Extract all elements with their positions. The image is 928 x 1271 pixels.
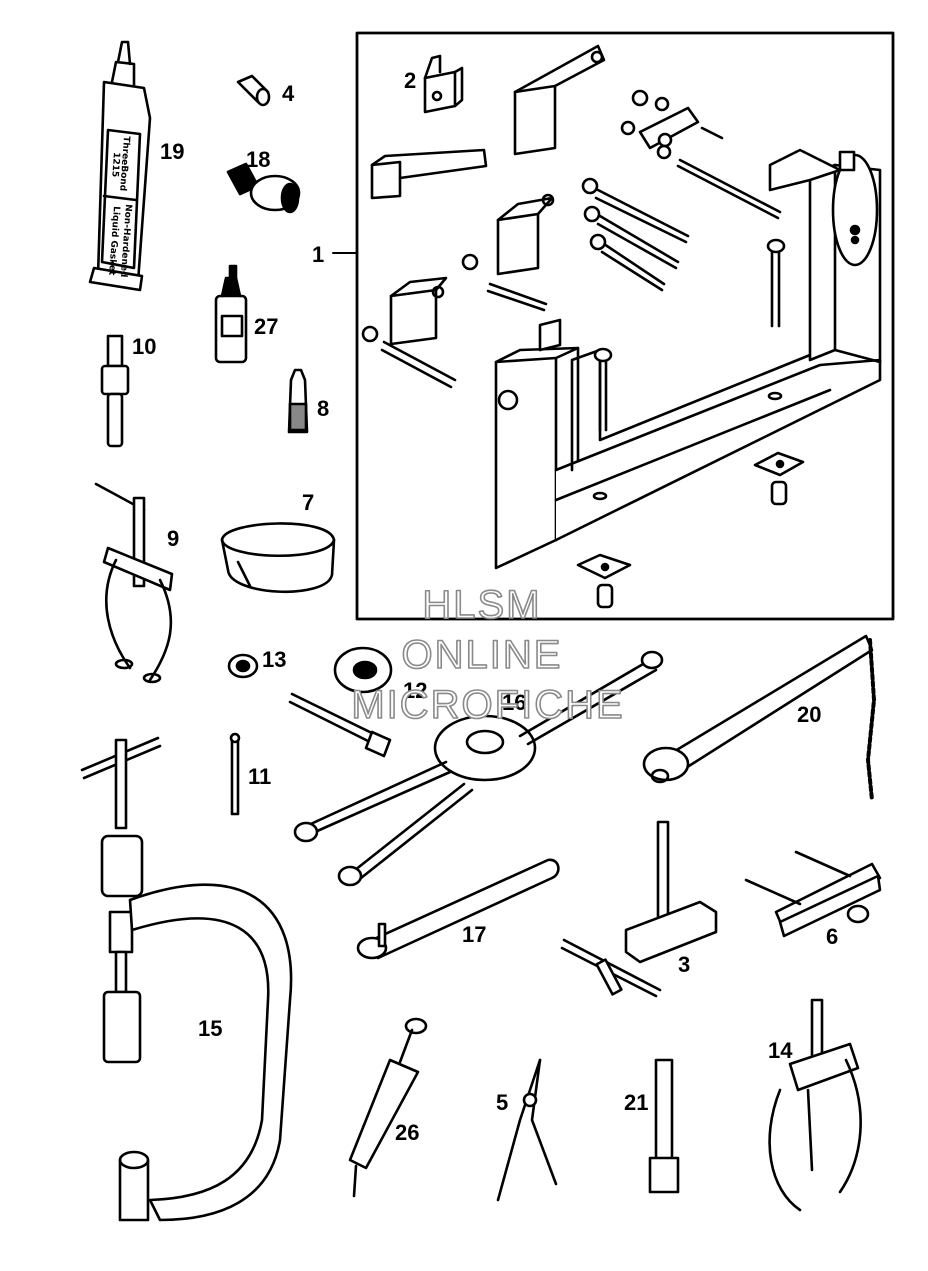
label-part-12: 12 bbox=[403, 678, 427, 703]
label-part-17: 17 bbox=[462, 922, 486, 947]
sealant-tube-icon: ThreeBond 1215 Non-Hardened Liquid Gaske… bbox=[88, 40, 152, 292]
thread-lock-bottle-icon bbox=[214, 264, 248, 364]
label-part-4: 4 bbox=[282, 81, 295, 106]
circlip-pliers-icon bbox=[496, 1058, 558, 1202]
label-part-3: 3 bbox=[678, 952, 690, 977]
engine-stand-frame-icon bbox=[361, 44, 882, 609]
label-part-14: 14 bbox=[768, 1038, 793, 1063]
bolt-and-collar-icon bbox=[288, 646, 393, 758]
label-part-18: 18 bbox=[246, 147, 270, 172]
label-part-1: 1 bbox=[312, 242, 324, 267]
piston-ring-compressor-icon bbox=[220, 522, 336, 594]
label-part-9: 9 bbox=[167, 526, 179, 551]
flywheel-holder-icon bbox=[293, 650, 664, 887]
label-part-6: 6 bbox=[826, 924, 838, 949]
nozzle-cap-icon bbox=[236, 74, 271, 107]
watermark-line-3: MICROFICHE bbox=[351, 683, 624, 727]
label-part-27: 27 bbox=[254, 314, 278, 339]
label-part-26: 26 bbox=[395, 1120, 419, 1145]
pin-spanner-icon bbox=[356, 858, 560, 960]
valve-spring-compressor-icon bbox=[80, 736, 293, 1222]
chain-wrench-icon bbox=[642, 634, 876, 802]
label-part-13: 13 bbox=[262, 647, 286, 672]
press-tool-icon bbox=[560, 820, 718, 998]
label-part-10: 10 bbox=[132, 334, 156, 359]
mounting-bracket-icon bbox=[423, 54, 464, 114]
part-1-frame-box bbox=[355, 31, 895, 621]
tube-text-line2: Liquid Gasket bbox=[106, 206, 121, 277]
label-part-8: 8 bbox=[317, 396, 329, 421]
three-jaw-puller-icon bbox=[768, 998, 862, 1212]
washer-icon bbox=[227, 653, 259, 679]
socket-adapter-icon bbox=[226, 162, 301, 214]
label-part-15: 15 bbox=[198, 1016, 222, 1041]
label-part-7: 7 bbox=[302, 490, 314, 515]
tube-text-brand: ThreeBond bbox=[117, 136, 131, 192]
label-part-19: 19 bbox=[160, 139, 184, 164]
grease-syringe-icon bbox=[348, 1017, 428, 1198]
label-part-2: 2 bbox=[404, 68, 416, 93]
slide-hammer-icon bbox=[100, 334, 130, 448]
bearing-separator-icon bbox=[744, 850, 882, 938]
label-part-11: 11 bbox=[248, 764, 271, 789]
label-part-16: 16 bbox=[502, 690, 526, 715]
hex-socket-bit-icon bbox=[648, 1058, 680, 1194]
label-part-5: 5 bbox=[496, 1090, 508, 1115]
pin-punch-icon bbox=[229, 732, 241, 816]
watermark-line-1: HLSM bbox=[422, 583, 541, 627]
watermark-line-2: ONLINE bbox=[402, 633, 563, 677]
label-part-20: 20 bbox=[797, 702, 821, 727]
two-jaw-puller-icon bbox=[94, 482, 174, 684]
small-bottle-icon bbox=[287, 368, 309, 434]
label-part-21: 21 bbox=[624, 1090, 648, 1115]
tube-text-number: 1215 bbox=[109, 152, 121, 178]
